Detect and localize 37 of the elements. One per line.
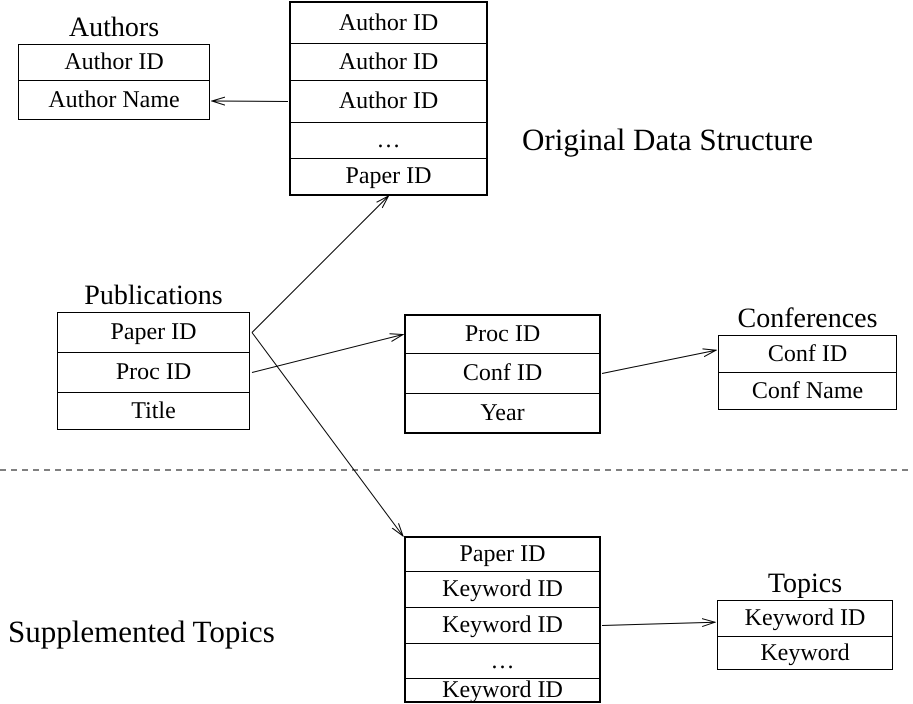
table <box>405 315 600 433</box>
arrow <box>252 196 389 333</box>
table-cell: Paper ID <box>405 537 600 572</box>
table-cell: … <box>290 122 487 159</box>
table-title: Topics <box>768 570 842 598</box>
table-cell: Author ID <box>290 80 487 123</box>
table <box>405 537 600 702</box>
table-cell: Author ID <box>18 44 210 81</box>
table-cell: Keyword <box>717 636 893 670</box>
table <box>290 2 487 195</box>
table-title: Authors <box>68 14 160 42</box>
section-label: Original Data Structure <box>522 122 813 158</box>
table-title: Conferences <box>738 305 878 333</box>
arrow <box>212 96 288 106</box>
table-cell: Keyword ID <box>405 678 600 702</box>
table-cell: Conf Name <box>718 372 897 410</box>
table-cell: Conf ID <box>718 335 897 373</box>
table-cell: Author ID <box>290 43 487 81</box>
table-cell: … <box>405 643 600 679</box>
table-cell: Keyword ID <box>717 600 893 637</box>
section-label: Supplemented Topics <box>8 614 275 650</box>
table-cell: Year <box>405 393 600 433</box>
table-cell: Title <box>57 392 250 430</box>
arrow <box>252 332 404 536</box>
table-cell: Proc ID <box>57 352 250 393</box>
table-cell: Keyword ID <box>405 607 600 644</box>
arrow <box>602 618 716 628</box>
table-cell: Conf ID <box>405 353 600 394</box>
table-cell: Paper ID <box>57 312 250 353</box>
table-title: Publications <box>84 282 223 310</box>
arrow <box>252 333 404 373</box>
table-cell: Keyword ID <box>405 571 600 608</box>
table-cell: Author ID <box>290 2 487 44</box>
table-cell: Proc ID <box>405 315 600 354</box>
table-cell: Paper ID <box>290 158 487 195</box>
table-cell: Author Name <box>18 80 210 120</box>
arrow <box>602 348 716 374</box>
